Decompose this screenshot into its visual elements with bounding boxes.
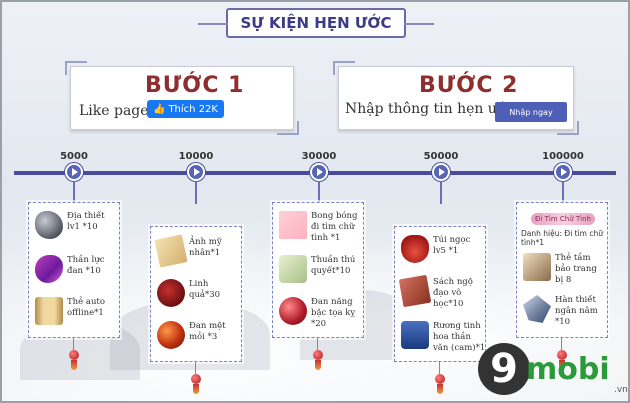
milestone-label: 5000 bbox=[60, 151, 88, 162]
reward-item-label: Địa thiết lv1 *10 bbox=[67, 211, 105, 232]
reward-item: Bong bóng đi tìm chữ tình *1 bbox=[279, 211, 365, 244]
reward-item-label: Hàn thiết ngân nâm *10 bbox=[555, 295, 598, 327]
pill-orb-icon bbox=[157, 321, 185, 349]
timeline-connector bbox=[440, 181, 442, 204]
reward-item: Thuần thú quyết*10 bbox=[279, 255, 363, 283]
timeline-connector bbox=[195, 181, 197, 204]
reward-item-label: Đan mệt mỏi *3 bbox=[189, 321, 226, 342]
pouch-icon bbox=[401, 235, 429, 263]
corner-ornament bbox=[65, 61, 87, 75]
fruit-icon bbox=[157, 279, 185, 307]
milestone-node[interactable] bbox=[310, 163, 328, 181]
corner-ornament bbox=[277, 121, 299, 135]
reward-item-label: Thuần thú quyết*10 bbox=[311, 255, 356, 276]
silk-icon bbox=[35, 255, 63, 283]
book-icon bbox=[398, 274, 432, 308]
logo-mark: 9 bbox=[478, 343, 530, 395]
reward-item-label: Thần lực đan *10 bbox=[67, 255, 105, 276]
play-icon bbox=[561, 168, 567, 176]
milestone-label: 50000 bbox=[423, 151, 459, 162]
event-title: SỰ KIỆN HẸN ƯỚC bbox=[198, 8, 434, 38]
corner-ornament bbox=[557, 121, 579, 135]
reward-card-30000: Bong bóng đi tìm chữ tình *1 Thuần thú q… bbox=[272, 202, 364, 338]
reward-item: Hàn thiết ngân nâm *10 bbox=[523, 295, 607, 328]
dice-icon bbox=[279, 255, 307, 283]
reward-item-label: Thẻ auto offline*1 bbox=[67, 297, 105, 318]
facebook-like-label: Thích 22K bbox=[168, 103, 218, 115]
painting-icon bbox=[154, 234, 188, 268]
reward-item: Địa thiết lv1 *10 bbox=[35, 211, 119, 239]
reward-item-label: Đan năng bậc tọa kỵ *20 bbox=[311, 297, 356, 329]
reward-item-label: Túi ngọc lv5 *1 bbox=[433, 235, 471, 256]
reward-card-100000: Đi Tìm Chữ Tình Danh hiệu: Đi tìm chữ tì… bbox=[516, 202, 608, 338]
reward-card-50000: Túi ngọc lv5 *1 Sách ngộ đạo võ học*10 R… bbox=[394, 226, 486, 362]
logo-text: mobi bbox=[526, 351, 610, 387]
milestone-node[interactable] bbox=[432, 163, 450, 181]
thumbs-up-icon: 👍 bbox=[153, 103, 166, 115]
reward-item: Thần lực đan *10 bbox=[35, 255, 119, 283]
reward-item: Thẻ auto offline*1 bbox=[35, 297, 119, 325]
milestone-node[interactable] bbox=[187, 163, 205, 181]
reward-item-label: Sách ngộ đạo võ học*10 bbox=[433, 277, 473, 309]
reward-item-label: Thẻ tầm bảo trang bị 8 bbox=[555, 253, 597, 285]
reward-item: Linh quả*30 bbox=[157, 279, 241, 307]
reward-item: Đan mệt mỏi *3 bbox=[157, 321, 241, 349]
corner-ornament bbox=[333, 61, 355, 75]
title-badge: Đi Tìm Chữ Tình bbox=[531, 213, 595, 225]
reward-item: Sách ngộ đạo võ học*10 bbox=[398, 274, 485, 310]
event-title-text: SỰ KIỆN HẸN ƯỚC bbox=[240, 14, 392, 32]
reward-card-5000: Địa thiết lv1 *10 Thần lực đan *10 Thẻ a… bbox=[28, 202, 120, 338]
reward-item-label: Linh quả*30 bbox=[189, 279, 221, 300]
logo-suffix: .vn bbox=[614, 385, 628, 395]
play-icon bbox=[317, 168, 323, 176]
milestone-label: 10000 bbox=[178, 151, 214, 162]
step-1-title: BƯỚC 1 bbox=[145, 73, 245, 98]
play-icon bbox=[439, 168, 445, 176]
reward-item-label: Ảnh mỹ nhân*1 bbox=[189, 237, 222, 258]
card-icon bbox=[523, 253, 551, 281]
scroll-icon bbox=[35, 297, 63, 325]
timeline-connector bbox=[73, 181, 75, 204]
reward-item: Ảnh mỹ nhân*1 bbox=[154, 234, 241, 268]
milestone-label: 100000 bbox=[542, 151, 584, 162]
crystal-icon bbox=[523, 295, 551, 323]
enter-now-button[interactable]: Nhập ngay bbox=[495, 102, 567, 122]
ore-icon bbox=[35, 211, 63, 239]
milestone-node[interactable] bbox=[65, 163, 83, 181]
step-2-title: BƯỚC 2 bbox=[419, 73, 519, 98]
red-orb-icon bbox=[279, 297, 307, 325]
step-1-card: BƯỚC 1 Like page 👍 Thích 22K bbox=[65, 61, 299, 135]
milestone-node[interactable] bbox=[554, 163, 572, 181]
reward-item: Rương tinh hoa thần văn (cam)*1 bbox=[401, 321, 487, 354]
step-2-text: Nhập thông tin hẹn ước bbox=[345, 101, 514, 117]
reward-item-label: Rương tinh hoa thần văn (cam)*1 bbox=[433, 321, 486, 353]
timeline-connector bbox=[562, 181, 564, 204]
timeline-connector bbox=[318, 181, 320, 204]
bubble-icon bbox=[279, 211, 307, 239]
facebook-like-button[interactable]: 👍 Thích 22K bbox=[147, 100, 224, 118]
chest-icon bbox=[401, 321, 429, 349]
reward-item: Thẻ tầm bảo trang bị 8 bbox=[523, 253, 607, 286]
reward-item-label: Bong bóng đi tìm chữ tình *1 bbox=[311, 211, 358, 243]
reward-card-10000: Ảnh mỹ nhân*1 Linh quả*30 Đan mệt mỏi *3 bbox=[150, 226, 242, 362]
step-2-card: BƯỚC 2 Nhập thông tin hẹn ước Nhập ngay bbox=[333, 61, 579, 135]
milestone-label: 30000 bbox=[301, 151, 337, 162]
step-1-text: Like page bbox=[79, 103, 149, 119]
reward-item: Túi ngọc lv5 *1 bbox=[401, 235, 485, 263]
site-logo: 9 mobi .vn bbox=[478, 343, 628, 395]
play-icon bbox=[72, 168, 78, 176]
reward-item: Đan năng bậc tọa kỵ *20 bbox=[279, 297, 365, 330]
play-icon bbox=[194, 168, 200, 176]
title-reward-label: Danh hiệu: Đi tìm chữ tình*1 bbox=[521, 229, 604, 247]
